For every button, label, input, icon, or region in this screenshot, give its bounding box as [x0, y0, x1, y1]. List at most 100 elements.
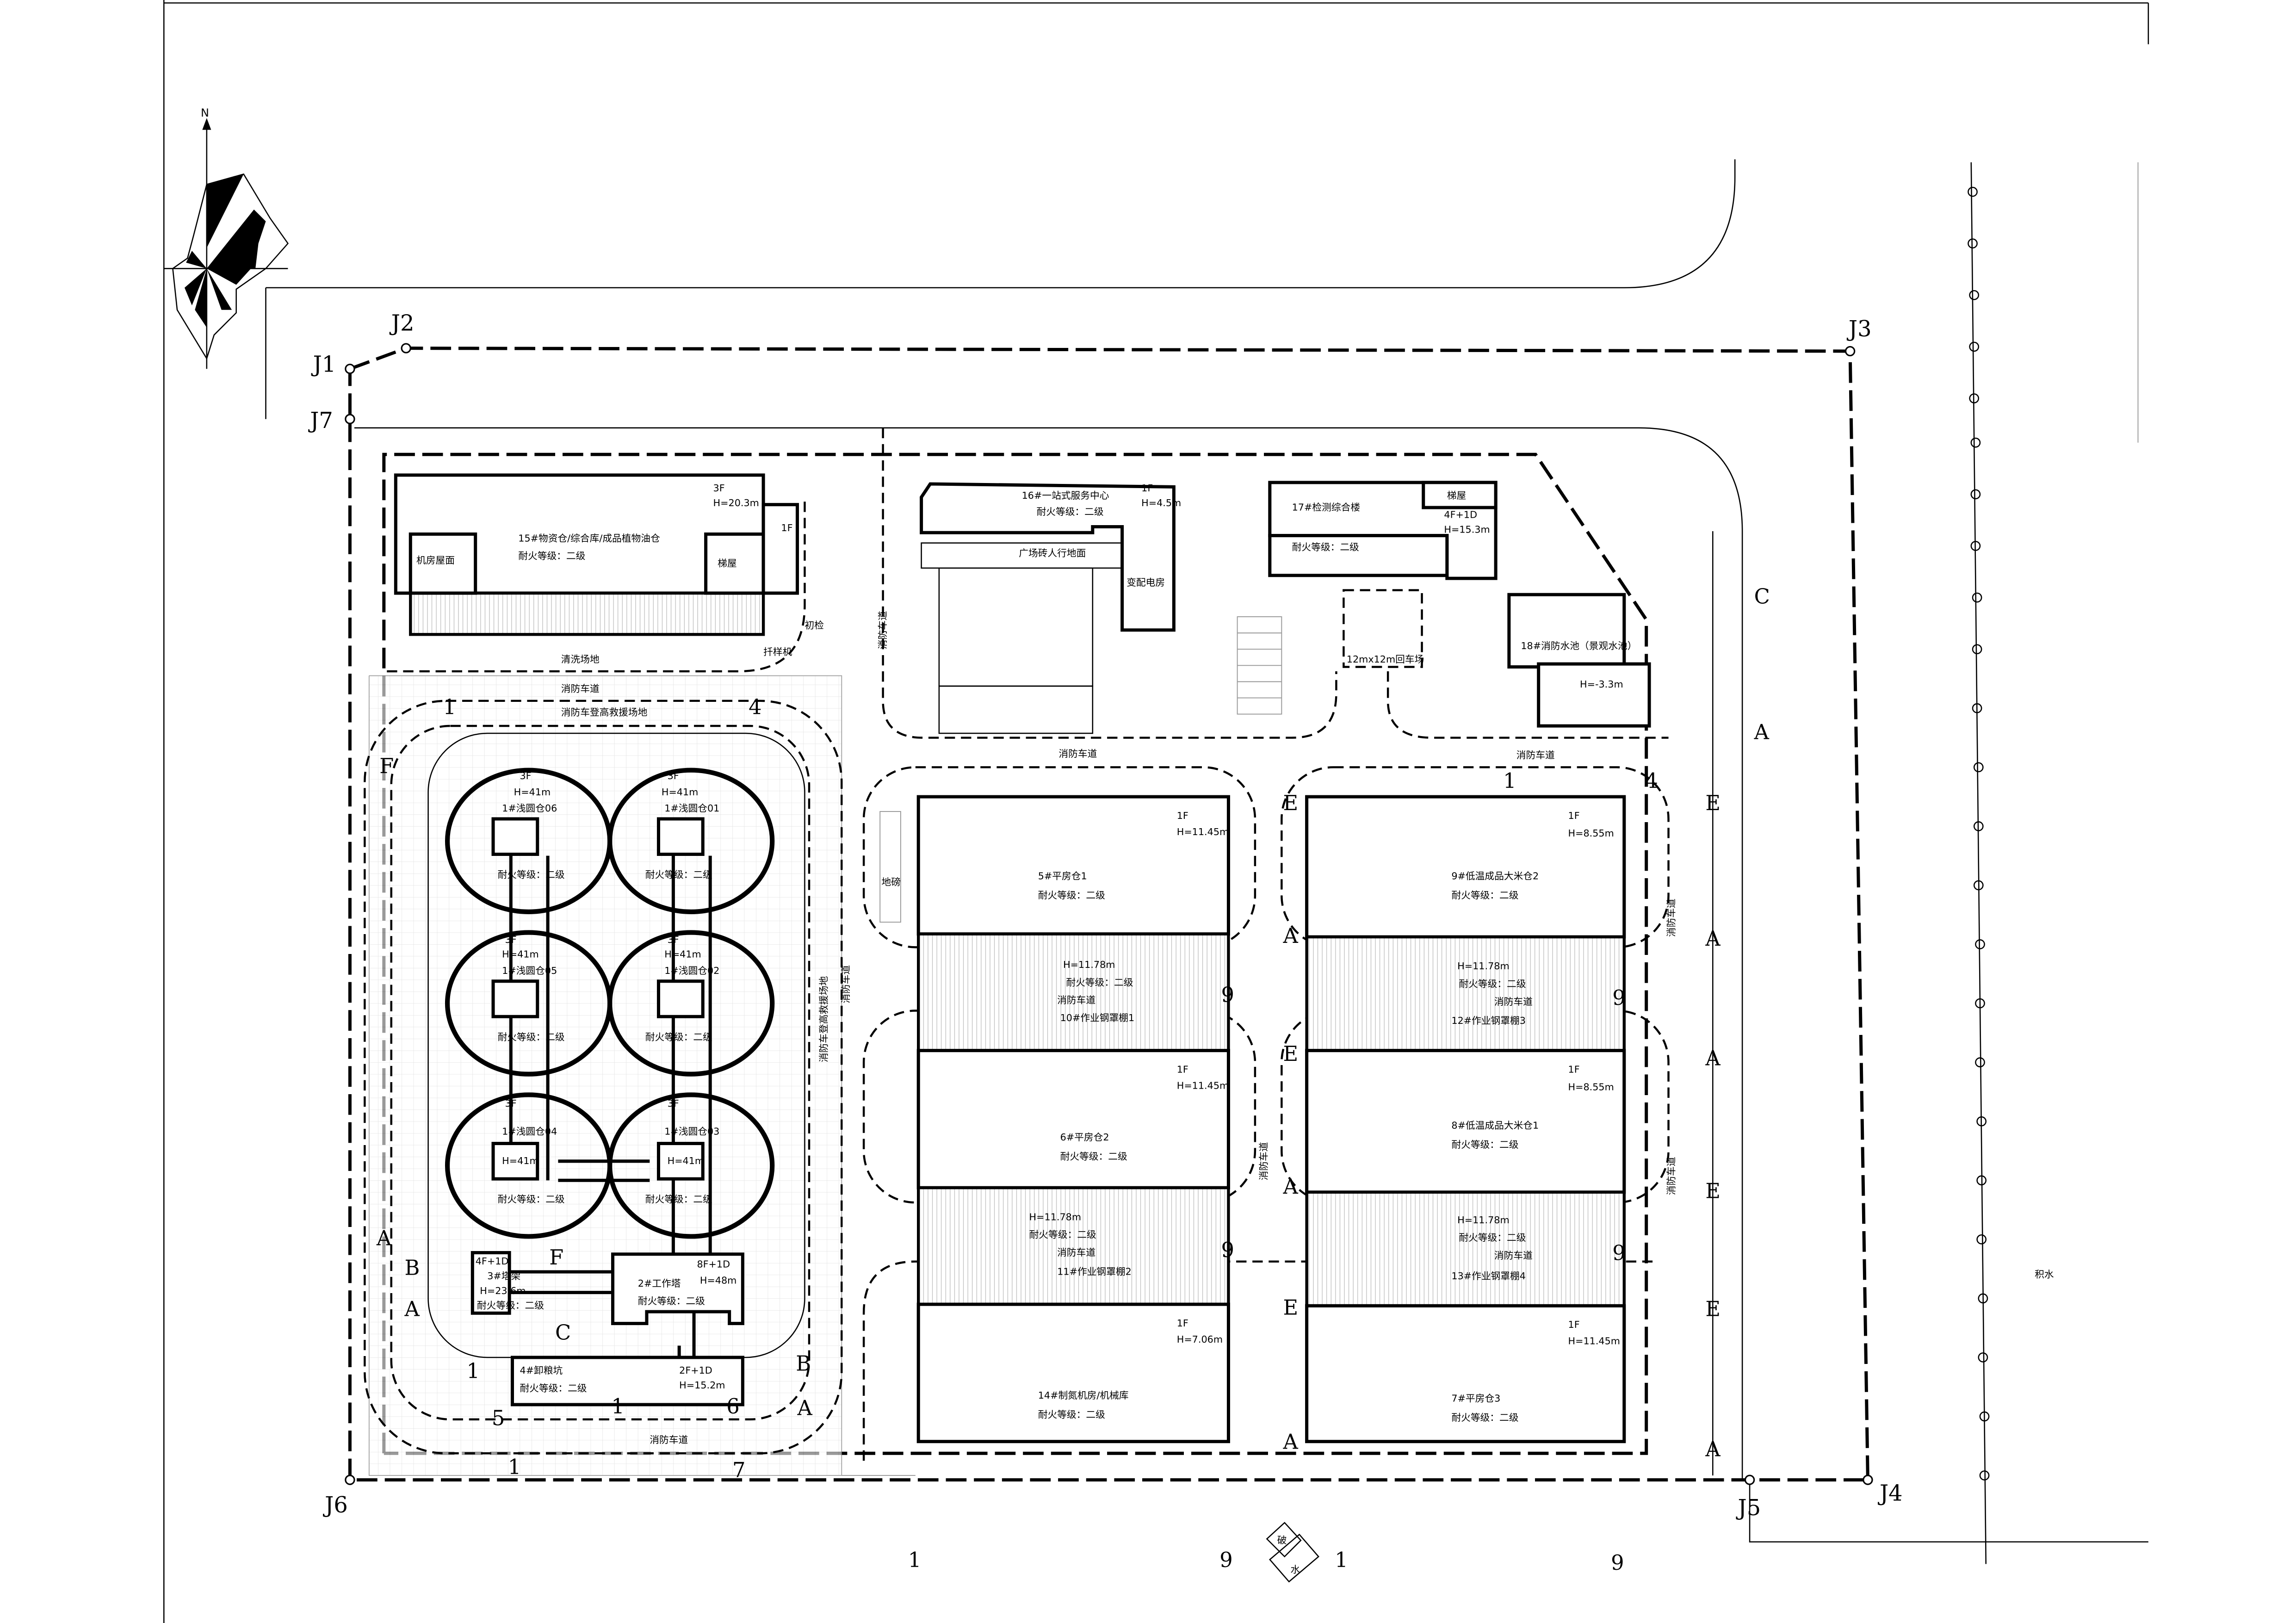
drawing-frame [163, 0, 2149, 1623]
fire-lane-label: 消防车道 [877, 611, 888, 649]
floors-label: 1F [1568, 1064, 1580, 1075]
grid-mark: E [1283, 1295, 1299, 1319]
grid-mark: 1 [443, 695, 456, 719]
building-name: 12#作业钢罩棚3 [1451, 1015, 1526, 1026]
fire-rating: 耐火等级：二级 [1459, 1232, 1526, 1243]
building-name: 18#消防水池（景观水池） [1521, 640, 1637, 651]
fire-lane-label: 消防车道 [650, 1434, 688, 1445]
grid-mark: B [405, 1256, 420, 1280]
building-name: 10#作业钢罩棚1 [1060, 1012, 1135, 1023]
floors-label: 3F [668, 934, 679, 945]
fire-rating: 耐火等级：二级 [1038, 890, 1105, 901]
silo-name: 1#浅圆仓02 [664, 965, 719, 976]
weighbridge-label: 地磅 [881, 876, 900, 887]
fire-lane-label: 消防车道 [1058, 748, 1097, 759]
height-label: H=41m [664, 949, 701, 960]
building-name: 9#低温成品大米仓2 [1451, 871, 1539, 882]
silo-06: 3F H=41m 1#浅圆仓06 耐火等级：二级 [445, 768, 613, 914]
control-point-j7: J7 [308, 408, 333, 434]
building-10-canopy: H=11.78m 耐火等级：二级 10#作业钢罩棚1 [917, 932, 1230, 1052]
height-label: H=41m [668, 1155, 705, 1166]
height-label: H=11.78m [1457, 960, 1509, 972]
broken-water-marker: 破 水 [1266, 1522, 1319, 1583]
grid-mark: A [1705, 1047, 1720, 1071]
building-name: 16#一站式服务中心 [1022, 490, 1109, 501]
floors-label: 3F [668, 770, 679, 781]
north-label: N [201, 106, 209, 119]
grid-mark: A [1283, 1175, 1299, 1199]
grid-mark: 1 [611, 1394, 624, 1419]
plaza-label: 广场砖人行地面 [1019, 547, 1086, 558]
turnaround-label: 12mx12m回车场 [1347, 654, 1424, 665]
fire-rating: 耐火等级：二级 [1451, 1139, 1518, 1150]
floors-label: 1F [1177, 810, 1188, 821]
fire-lane-label: 消防车道 [1057, 1247, 1095, 1258]
floors-label: 4F+1D [1444, 509, 1477, 520]
fire-rating: 耐火等级：二级 [1060, 1151, 1127, 1162]
silo-name: 1#浅圆仓01 [664, 803, 719, 814]
height-label: H=23.6m [480, 1285, 526, 1296]
building-11-canopy: H=11.78m 耐火等级：二级 11#作业钢罩棚2 [917, 1186, 1230, 1306]
building-name: 11#作业钢罩棚2 [1057, 1266, 1132, 1277]
building-name: 17#检测综合楼 [1292, 502, 1360, 513]
utility-line [1968, 186, 1990, 1481]
grid-mark: B [796, 1352, 811, 1376]
silo-name: 1#浅圆仓05 [502, 965, 557, 976]
fire-rating: 耐火等级：二级 [498, 869, 565, 880]
grid-mark: A [376, 1227, 392, 1251]
height-label: H=41m [514, 787, 551, 798]
silo-05: 3F H=41m 1#浅圆仓05 耐火等级：二级 [445, 930, 613, 1077]
grid-mark: 6 [726, 1394, 739, 1419]
building-8: 8#低温成品大米仓1 耐火等级：二级 1F H=8.55m [1305, 1049, 1626, 1194]
floors-label: 1F [1568, 810, 1580, 821]
grid-mark: E [1705, 1297, 1720, 1321]
grid-mark: C [1754, 584, 1770, 608]
floors-label: 3F [668, 1098, 679, 1109]
grid-marks: 1 4 F 1 4 E E A A 9 9 E A A B A F C 1 1 … [376, 584, 1770, 1575]
stair-label: 梯屋 [718, 558, 736, 569]
building-15: 机房屋面 梯屋 3F H=20.3m 1F 15#物资仓/综合库/成品植物油仓 … [394, 473, 799, 636]
rescue-site-label: 消防车登高救援场地 [561, 707, 648, 718]
grid-mark: A [1283, 1430, 1299, 1454]
building-17: 17#检测综合楼 耐火等级：二级 梯屋 4F+1D H=15.3m [1268, 481, 1498, 580]
washing-area-label: 清洗场地 [561, 654, 600, 665]
grid-mark: F [549, 1245, 563, 1270]
fire-lane-label: 消防车道 [561, 683, 600, 694]
floors-label: 2F+1D [679, 1365, 712, 1376]
grid-mark: E [1705, 791, 1720, 815]
initial-check-label: 初检 [805, 620, 824, 631]
silo-03: 3F 1#浅圆仓03 H=41m 耐火等级：二级 [607, 1092, 775, 1239]
fire-rating: 耐火等级：二级 [1459, 979, 1526, 990]
fire-lane-label: 消防车道 [1494, 1250, 1533, 1261]
building-14: 14#制氮机房/机械库 耐火等级：二级 1F H=7.06m [916, 1302, 1230, 1443]
fire-rating: 耐火等级：二级 [498, 1031, 565, 1042]
height-label: H=8.55m [1568, 1082, 1614, 1093]
fire-lane-label: 消防车道 [1665, 898, 1677, 937]
control-point-j4: J4 [1877, 1481, 1903, 1506]
floors-label: 1F [1568, 1319, 1580, 1330]
silo-01: 3F H=41m 1#浅圆仓01 耐火等级：二级 [607, 768, 775, 914]
rescue-site-label-vertical: 消防车登高救援场地 [818, 976, 829, 1062]
grid-mark: 9 [1221, 983, 1234, 1007]
silo-04: 3F 1#浅圆仓04 H=41m 耐火等级：二级 [445, 1092, 613, 1239]
height-label: H=20.3m [713, 497, 759, 508]
floors-label: 3F [713, 483, 725, 494]
height-label: H=15.2m [679, 1380, 725, 1391]
building-name: 13#作业钢罩棚4 [1451, 1270, 1526, 1282]
height-label: H=-3.3m [1580, 679, 1623, 690]
floors-label: 3F [520, 770, 531, 781]
water-label: 水 [1290, 1564, 1300, 1575]
fire-rating: 耐火等级：二级 [638, 1295, 705, 1307]
height-label: H=48m [700, 1275, 737, 1286]
building-name: 15#物资仓/综合库/成品植物油仓 [518, 533, 660, 544]
stair-label: 梯屋 [1447, 490, 1466, 501]
floors-label: 8F+1D [697, 1258, 730, 1270]
height-label: H=11.78m [1063, 959, 1115, 970]
building-name: 4#卸粮坑 [520, 1365, 563, 1376]
grid-mark: 5 [492, 1406, 505, 1431]
fire-rating: 耐火等级：二级 [645, 1194, 712, 1205]
control-point-j6: J6 [322, 1493, 348, 1518]
grid-mark: E [1283, 1042, 1299, 1066]
fire-rating: 耐火等级：二级 [1292, 542, 1359, 553]
